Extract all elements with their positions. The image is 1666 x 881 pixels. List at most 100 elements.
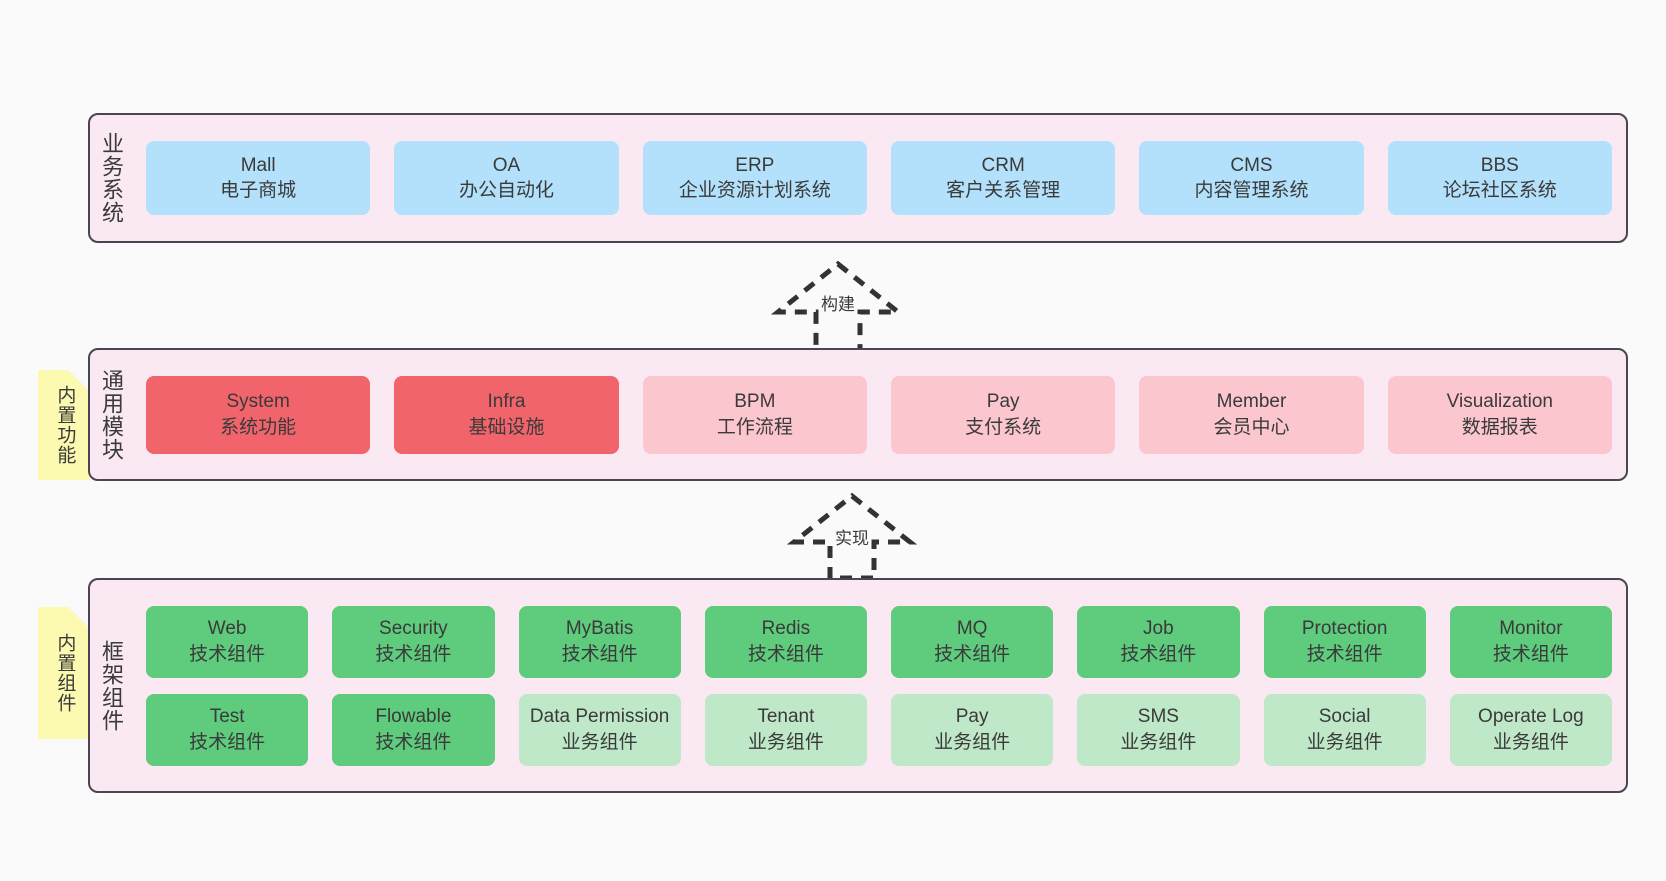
card-title: Job	[1143, 618, 1174, 640]
card-cms[interactable]: CMS 内容管理系统	[1139, 141, 1364, 215]
note-builtin-features: 内置功能	[38, 370, 90, 480]
card-title: CRM	[981, 154, 1025, 176]
layer-body-common: System 系统功能 Infra 基础设施 BPM 工作流程 Pay 支付系统…	[132, 350, 1626, 479]
card-title: Mall	[240, 154, 276, 176]
card-sms[interactable]: SMS 业务组件	[1077, 693, 1240, 766]
layer-framework-components: 框架组件 Web 技术组件 Security 技术组件 MyBatis 技术组件…	[88, 578, 1628, 793]
card-pay[interactable]: Pay 支付系统	[890, 375, 1116, 454]
layer-title-business: 业务系统	[98, 132, 124, 224]
card-subtitle: 技术组件	[375, 643, 452, 665]
card-crm[interactable]: CRM 客户关系管理	[890, 141, 1116, 215]
card-row-business: Test 技术组件 Flowable 技术组件 Data Permission …	[146, 693, 1612, 766]
card-subtitle: 技术组件	[561, 643, 638, 665]
card-data-permission[interactable]: Data Permission 业务组件	[518, 693, 681, 766]
card-subtitle: 技术组件	[189, 731, 266, 753]
card-monitor[interactable]: Monitor 技术组件	[1449, 605, 1612, 678]
layer-title-framework: 框架组件	[98, 639, 124, 732]
note-label: 内置功能	[54, 385, 76, 465]
card-title: Visualization	[1446, 391, 1553, 413]
card-row: Mall 电子商城 OA 办公自动化 ERP 企业资源计划系统 CRM 客户关系…	[146, 141, 1612, 215]
card-bbs[interactable]: BBS 论坛社区系统	[1387, 141, 1612, 215]
card-title: Social	[1318, 706, 1371, 728]
card-subtitle: 技术组件	[934, 643, 1011, 665]
card-subtitle: 技术组件	[1306, 643, 1383, 665]
card-infra[interactable]: Infra 基础设施	[394, 375, 619, 454]
card-subtitle: 技术组件	[747, 643, 824, 665]
card-title: MQ	[956, 618, 988, 640]
card-title: ERP	[735, 154, 775, 176]
card-subtitle: 支付系统	[965, 416, 1042, 438]
card-job[interactable]: Job 技术组件	[1077, 605, 1240, 678]
arrow-implement-label: 实现	[835, 529, 869, 548]
card-subtitle: 企业资源计划系统	[678, 180, 831, 201]
layer-title-common: 通用模块	[98, 368, 124, 461]
card-title: Protection	[1301, 618, 1388, 640]
card-member[interactable]: Member 会员中心	[1139, 375, 1364, 454]
card-title: Web	[207, 618, 247, 640]
card-mall[interactable]: Mall 电子商城	[146, 141, 371, 215]
card-row-tech: Web 技术组件 Security 技术组件 MyBatis 技术组件 Redi…	[146, 605, 1612, 678]
card-title: Test	[209, 706, 245, 728]
card-title: Monitor	[1499, 618, 1563, 640]
card-subtitle: 技术组件	[1492, 643, 1569, 665]
card-tenant[interactable]: Tenant 业务组件	[704, 693, 867, 766]
card-mq[interactable]: MQ 技术组件	[891, 605, 1054, 678]
card-title: Flowable	[375, 706, 452, 728]
card-web[interactable]: Web 技术组件	[146, 605, 309, 678]
card-subtitle: 业务组件	[934, 731, 1011, 753]
card-title: CMS	[1230, 154, 1273, 176]
card-subtitle: 技术组件	[189, 643, 266, 665]
card-protection[interactable]: Protection 技术组件	[1263, 605, 1426, 678]
card-bpm[interactable]: BPM 工作流程	[642, 375, 867, 454]
card-title: Pay	[955, 706, 989, 728]
layer-business-systems: 业务系统 Mall 电子商城 OA 办公自动化 ERP 企业资源计划系统 CRM…	[88, 113, 1628, 243]
note-builtin-components: 内置组件	[38, 607, 90, 739]
card-subtitle: 业务组件	[1120, 731, 1197, 753]
card-subtitle: 技术组件	[1120, 643, 1197, 665]
card-subtitle: 办公自动化	[458, 180, 554, 201]
card-visualization[interactable]: Visualization 数据报表	[1387, 375, 1612, 454]
card-erp[interactable]: ERP 企业资源计划系统	[642, 141, 867, 215]
card-subtitle: 内容管理系统	[1194, 180, 1309, 201]
layer-body-business: Mall 电子商城 OA 办公自动化 ERP 企业资源计划系统 CRM 客户关系…	[132, 115, 1626, 241]
card-subtitle: 论坛社区系统	[1442, 180, 1557, 201]
card-subtitle: 业务组件	[747, 731, 824, 753]
card-title: System	[226, 391, 290, 413]
card-title: Security	[379, 618, 448, 640]
card-subtitle: 工作流程	[716, 416, 793, 438]
layer-common-modules: 通用模块 System 系统功能 Infra 基础设施 BPM 工作流程 Pay…	[88, 348, 1628, 481]
card-subtitle: 业务组件	[1492, 731, 1569, 753]
card-oa[interactable]: OA 办公自动化	[394, 141, 619, 215]
card-title: Operate Log	[1478, 706, 1584, 728]
layer-body-framework: Web 技术组件 Security 技术组件 MyBatis 技术组件 Redi…	[132, 580, 1626, 791]
card-mybatis[interactable]: MyBatis 技术组件	[518, 605, 681, 678]
card-title: BPM	[734, 391, 776, 413]
note-fold-mask-icon	[68, 370, 90, 392]
card-title: Redis	[761, 618, 811, 640]
card-title: Tenant	[757, 706, 815, 728]
card-operate-log[interactable]: Operate Log 业务组件	[1449, 693, 1612, 766]
card-subtitle: 业务组件	[561, 731, 638, 753]
card-test[interactable]: Test 技术组件	[146, 693, 309, 766]
card-title: Pay	[986, 391, 1020, 413]
card-pay-business[interactable]: Pay 业务组件	[891, 693, 1054, 766]
card-title: Member	[1216, 391, 1287, 413]
card-title: Data Permission	[529, 706, 670, 728]
card-title: OA	[492, 154, 521, 176]
note-label: 内置组件	[54, 633, 76, 713]
card-title: BBS	[1480, 154, 1519, 176]
card-redis[interactable]: Redis 技术组件	[704, 605, 867, 678]
note-fold-mask-icon	[68, 607, 90, 629]
card-subtitle: 会员中心	[1213, 416, 1290, 438]
card-subtitle: 电子商城	[220, 180, 297, 201]
card-subtitle: 数据报表	[1461, 416, 1538, 438]
card-system[interactable]: System 系统功能	[146, 375, 371, 454]
card-security[interactable]: Security 技术组件	[332, 605, 495, 678]
card-subtitle: 技术组件	[375, 731, 452, 753]
card-flowable[interactable]: Flowable 技术组件	[332, 693, 495, 766]
card-title: SMS	[1137, 706, 1179, 728]
card-subtitle: 系统功能	[220, 416, 297, 438]
card-title: Infra	[487, 391, 526, 413]
card-social[interactable]: Social 业务组件	[1263, 693, 1426, 766]
